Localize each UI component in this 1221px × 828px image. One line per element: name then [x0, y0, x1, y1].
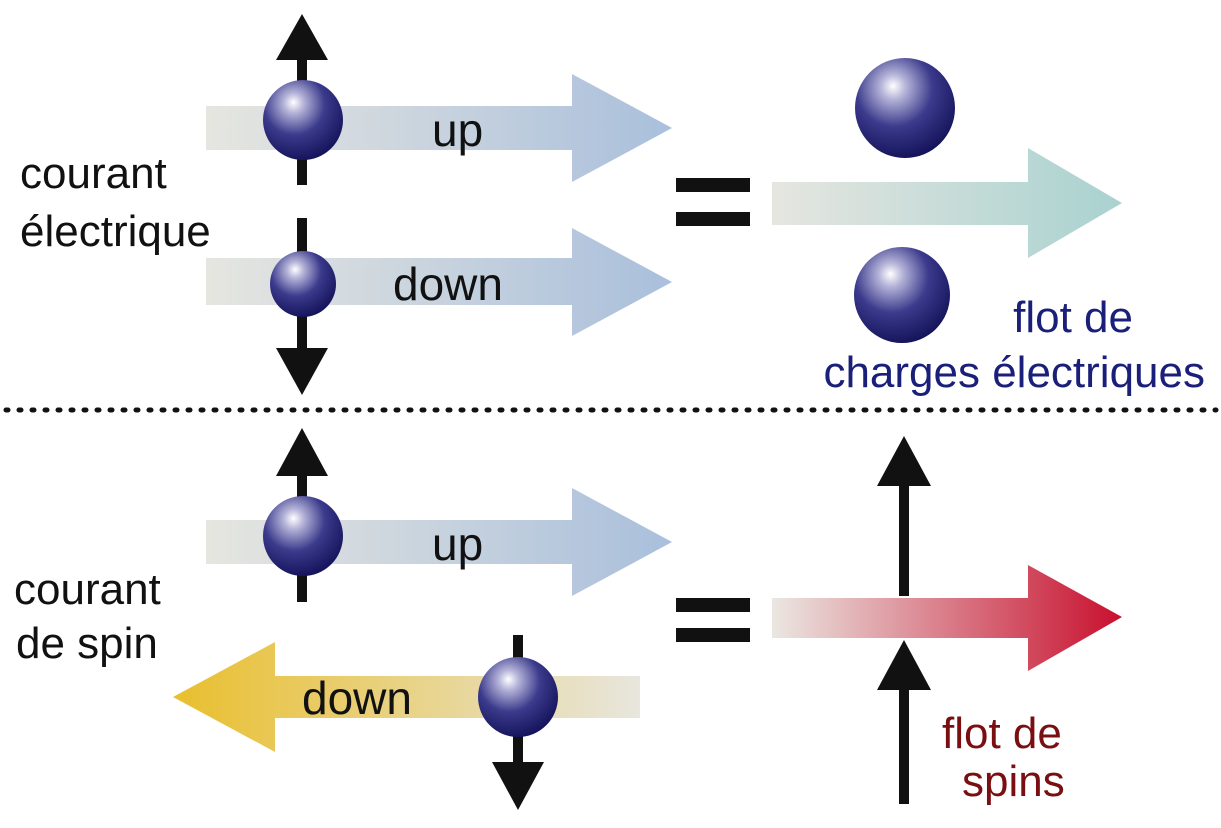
top-up-flow-arrow [206, 74, 672, 182]
top-equals-sign [676, 178, 750, 226]
spin-flow-arrow [772, 565, 1122, 671]
bottom-down-electron [478, 657, 558, 737]
charge-electron-lower [854, 247, 950, 343]
top-up-label: up [432, 104, 483, 156]
top-down-label: down [393, 258, 503, 310]
bottom-down-label: down [302, 672, 412, 724]
charge-electron-upper [855, 58, 955, 158]
top-down-flow-arrow [206, 228, 672, 336]
bottom-section-title-line2: de spin [16, 619, 158, 668]
bottom-equals-sign [676, 598, 750, 642]
bottom-section-title-line1: courant [14, 565, 161, 614]
spin-up-arrow-lower [877, 640, 931, 804]
top-up-electron [263, 80, 343, 160]
charge-result-line1: flot de [1013, 293, 1133, 342]
spin-result-line1: flot de [942, 709, 1062, 758]
spin-up-arrow-upper [877, 436, 931, 596]
bottom-up-label: up [432, 518, 483, 570]
spin-result-line2: spins [962, 757, 1065, 806]
bottom-up-electron [263, 496, 343, 576]
top-section-title-line1: courant [20, 149, 167, 198]
charge-flow-arrow [772, 148, 1122, 258]
bottom-up-flow-arrow [206, 488, 672, 596]
top-down-electron [270, 251, 336, 317]
charge-result-line2: charges électriques [823, 348, 1205, 397]
top-section-title-line2: électrique [20, 207, 211, 256]
bottom-down-flow-arrow [173, 642, 640, 752]
